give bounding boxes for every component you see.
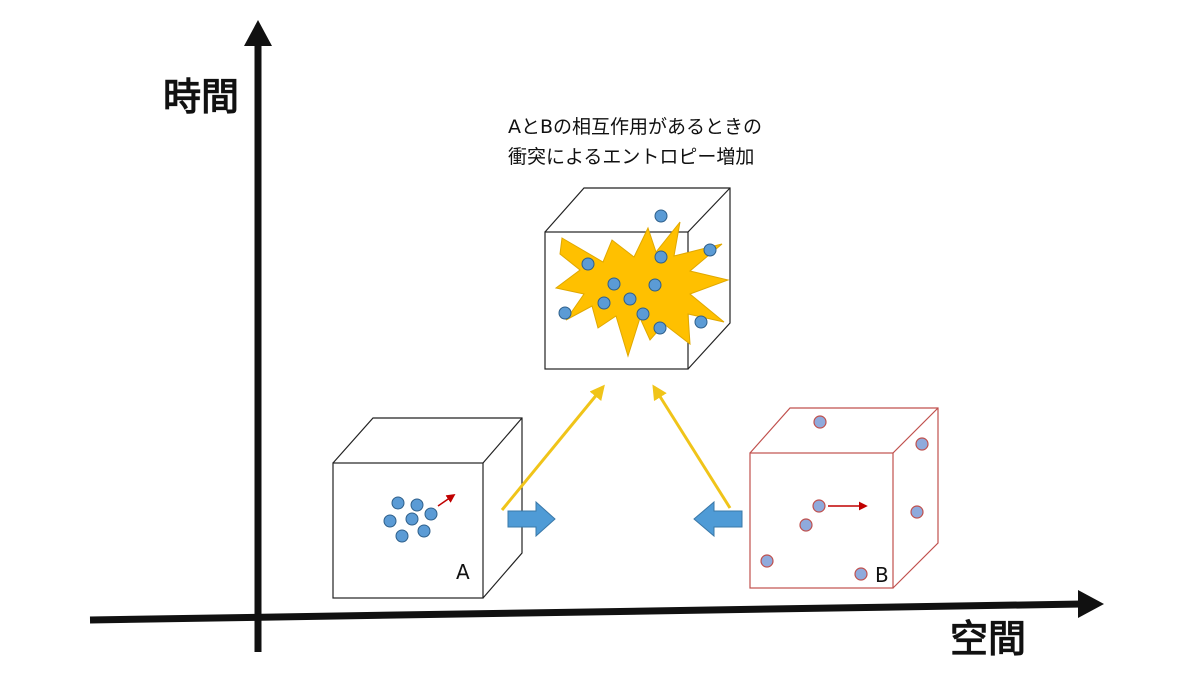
particle [654,209,668,223]
particle [417,524,431,538]
particle [607,277,621,291]
particle [910,505,924,519]
cube-a-particles [383,496,438,543]
particle [558,306,572,320]
particle [915,437,929,451]
particle [694,315,708,329]
caption-line-1: AとBの相互作用があるときの [508,116,763,138]
space-axis [89,590,1104,624]
cube-b [749,407,939,589]
blue-arrow-left-icon [693,500,743,538]
cube-b-particles [760,415,929,581]
cube-collision-particles [558,209,717,335]
time-axis-arrowhead-icon [244,20,272,46]
particle [813,415,827,429]
particle [812,499,826,513]
blue-arrow-right-icon [507,500,556,538]
particle [760,554,774,568]
particle [383,514,397,528]
particle [799,518,813,532]
particle [648,278,662,292]
particle [623,292,637,306]
particle [653,321,667,335]
particle [854,567,868,581]
space-axis-arrowhead-icon [1078,590,1104,618]
particle [654,250,668,264]
caption-line-2: 衝突によるエントロピー増加 [508,146,755,168]
cube-a [332,417,523,599]
cube-b-label: B [875,563,889,587]
velocity-arrow-a [437,493,456,507]
yellow-arrow-from-a [500,384,605,511]
particle [703,243,717,257]
particle [405,512,419,526]
particle [636,307,650,321]
particle [581,257,595,271]
cube-a-label: A [456,560,470,584]
caption: AとBの相互作用があるときの 衝突によるエントロピー増加 [508,112,762,172]
particle [395,529,409,543]
particle [391,496,405,510]
time-axis [244,20,272,652]
particle [597,296,611,310]
yellow-arrow-from-b [652,384,732,509]
particle [424,507,438,521]
space-axis-label: 空間 [950,617,1027,661]
time-axis-label: 時間 [163,75,240,119]
particle [410,498,424,512]
explosion-shape [554,221,730,358]
